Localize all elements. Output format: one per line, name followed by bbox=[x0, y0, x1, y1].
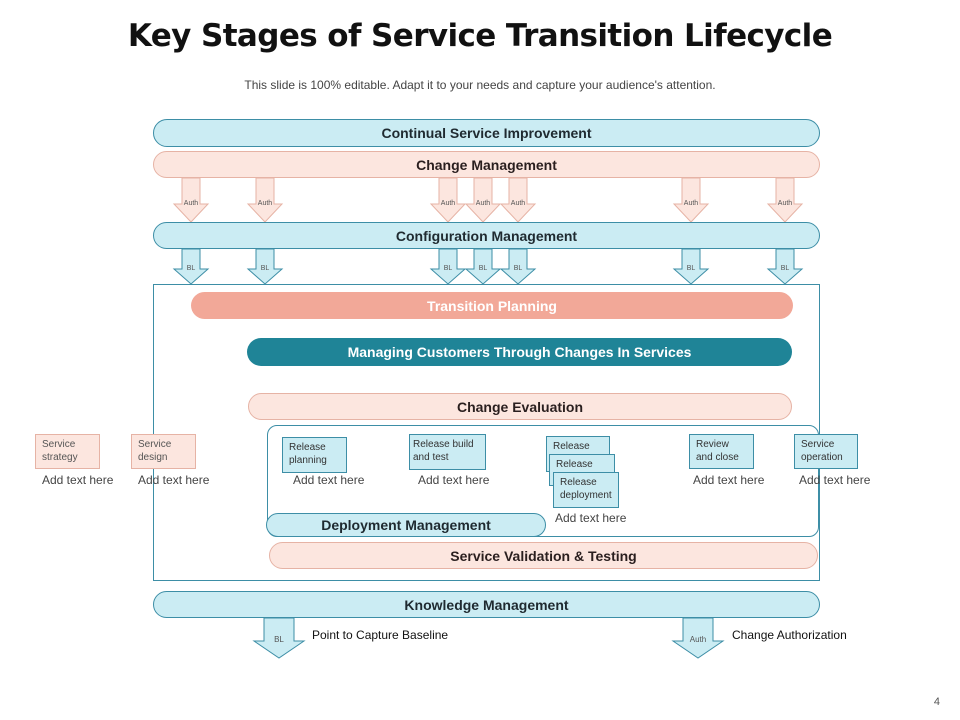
auth-arrow-7 bbox=[766, 177, 804, 223]
add-text-release-build-test[interactable]: Add text here bbox=[418, 473, 490, 487]
legend-baseline-text: Point to Capture Baseline bbox=[312, 628, 449, 642]
bl-arrow-2-label: BL bbox=[261, 265, 270, 272]
auth-arrow-5-label: Auth bbox=[511, 200, 526, 207]
auth-arrow-7-label: Auth bbox=[778, 200, 793, 207]
stage-box-service-operation: Service operation bbox=[794, 434, 858, 469]
stage-box-release-deployment: Release deployment bbox=[553, 472, 619, 508]
stage-box-service-design: Service design bbox=[131, 434, 196, 469]
managing-customers-bar: Managing Customers Through Changes In Se… bbox=[247, 338, 792, 366]
bl-arrow-1-label: BL bbox=[187, 265, 196, 272]
configuration-management-bar: Configuration Management bbox=[153, 222, 820, 249]
bl-arrow-1 bbox=[172, 248, 210, 285]
bl-arrow-3-label: BL bbox=[444, 265, 453, 272]
page-title: Key Stages of Service Transition Lifecyc… bbox=[127, 18, 833, 54]
deployment-management-bar: Deployment Management bbox=[266, 513, 546, 537]
auth-arrow-4 bbox=[464, 177, 502, 223]
auth-arrow-1 bbox=[172, 177, 210, 223]
stage-box-service-strategy: Service strategy bbox=[35, 434, 100, 469]
add-text-service-operation[interactable]: Add text here bbox=[799, 473, 871, 487]
add-text-release-planning[interactable]: Add text here bbox=[293, 473, 365, 487]
auth-arrow-4-label: Auth bbox=[476, 200, 491, 207]
service-validation-testing-label: Service Validation & Testing bbox=[450, 547, 637, 564]
legend-auth-arrow-label: Auth bbox=[690, 635, 706, 644]
continual-service-improvement-label: Continual Service Improvement bbox=[381, 125, 592, 141]
subtitle: This slide is 100% editable. Adapt it to… bbox=[244, 78, 716, 92]
auth-arrow-3 bbox=[429, 177, 467, 223]
bl-arrow-3 bbox=[429, 248, 467, 285]
auth-arrow-5 bbox=[499, 177, 537, 223]
knowledge-management-label: Knowledge Management bbox=[404, 596, 569, 613]
bl-arrow-7 bbox=[766, 248, 804, 285]
deployment-management-label: Deployment Management bbox=[321, 517, 491, 533]
bl-arrow-4-label: BL bbox=[479, 265, 488, 272]
bl-arrow-7-label: BL bbox=[781, 265, 790, 272]
auth-arrow-3-label: Auth bbox=[441, 200, 456, 207]
change-evaluation-label: Change Evaluation bbox=[456, 398, 584, 415]
page-number: 4 bbox=[933, 696, 940, 708]
add-text-service-strategy[interactable]: Add text here bbox=[42, 473, 114, 487]
change-evaluation-bar: Change Evaluation bbox=[248, 393, 792, 420]
knowledge-management-bar: Knowledge Management bbox=[153, 591, 820, 618]
stage-box-release-planning: Release planning bbox=[282, 437, 347, 473]
managing-customers-label: Managing Customers Through Changes In Se… bbox=[347, 344, 692, 360]
auth-arrow-2 bbox=[246, 177, 284, 223]
transition-planning-label: Transition Planning bbox=[427, 297, 557, 314]
stage-box-review-close: Review and close bbox=[689, 434, 754, 469]
change-management-bar: Change Management bbox=[153, 151, 820, 178]
service-validation-testing-bar: Service Validation & Testing bbox=[269, 542, 818, 569]
add-text-service-design[interactable]: Add text here bbox=[138, 473, 210, 487]
bl-arrow-2 bbox=[246, 248, 284, 285]
configuration-management-label: Configuration Management bbox=[395, 227, 578, 244]
add-text-review-close[interactable]: Add text here bbox=[693, 473, 765, 487]
deployment-frame bbox=[267, 425, 819, 537]
legend-bl-arrow bbox=[252, 617, 306, 659]
legend-bl-arrow-label: BL bbox=[274, 635, 284, 644]
transition-planning-bar: Transition Planning bbox=[191, 292, 793, 319]
stage-box-release-build-test: Release build and test bbox=[409, 434, 486, 470]
bl-arrow-6-label: BL bbox=[687, 265, 696, 272]
legend-authorization-text: Change Authorization bbox=[732, 628, 847, 642]
auth-arrow-6 bbox=[672, 177, 710, 223]
transition-frame bbox=[153, 284, 820, 581]
change-management-label: Change Management bbox=[416, 156, 557, 173]
bl-arrow-6 bbox=[672, 248, 710, 285]
auth-arrow-6-label: Auth bbox=[684, 200, 699, 207]
legend-auth-arrow bbox=[671, 617, 725, 659]
bl-arrow-5 bbox=[499, 248, 537, 285]
auth-arrow-2-label: Auth bbox=[258, 200, 273, 207]
continual-service-improvement-bar: Continual Service Improvement bbox=[153, 119, 820, 147]
auth-arrow-1-label: Auth bbox=[184, 200, 199, 207]
bl-arrow-4 bbox=[464, 248, 502, 285]
legend-arrows: BL Auth bbox=[252, 617, 725, 659]
bl-arrow-5-label: BL bbox=[514, 265, 523, 272]
auth-arrows: Auth Auth Auth Auth Auth Auth Auth bbox=[172, 177, 804, 223]
bl-arrows: BL BL BL BL BL BL BL bbox=[172, 248, 804, 285]
add-text-release[interactable]: Add text here bbox=[555, 511, 627, 525]
